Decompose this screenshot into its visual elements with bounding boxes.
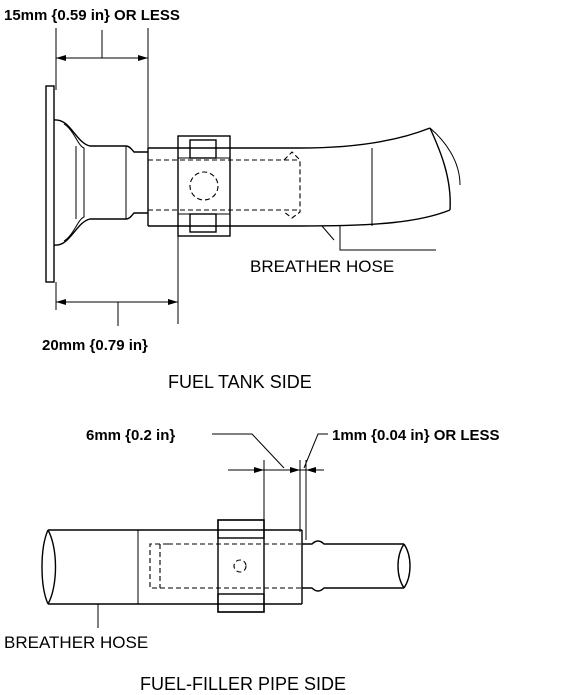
tank-flange [45,85,55,283]
dimension-15mm [55,28,149,160]
fuel-filler-pipe-side-caption: FUEL-FILLER PIPE SIDE [140,674,346,694]
breather-hose-label-top: BREATHER HOSE [250,257,394,276]
dimension-1mm [300,460,324,540]
dimension-6mm-leader [212,433,285,469]
hose-leader-top [339,226,436,251]
hose-clamp-top [177,135,231,237]
dimension-1mm-label: 1mm {0.04 in} OR LESS [332,427,500,444]
dimension-20mm [55,236,179,326]
breather-hose-label-bottom: BREATHER HOSE [4,633,148,652]
dimension-20mm-label: 20mm {0.79 in} [42,337,148,354]
breather-hose-bottom [41,529,303,605]
filler-pipe [149,540,411,592]
tank-pipe [53,119,148,246]
dimension-6mm-label: 6mm {0.2 in} [86,427,175,444]
hose-clamp-bottom [217,519,265,613]
dimension-15mm-label: 15mm {0.59 in} OR LESS [4,7,180,24]
fuel-tank-side-view: 15mm {0.59 in} OR LESS [4,7,461,392]
fuel-tank-side-caption: FUEL TANK SIDE [168,372,312,392]
dimension-6mm [228,460,301,532]
breather-hose-top [147,127,461,241]
dimension-1mm-leader [303,433,328,469]
fuel-filler-pipe-side-view: 6mm {0.2 in} 1mm {0.04 in} OR LESS [4,427,500,694]
